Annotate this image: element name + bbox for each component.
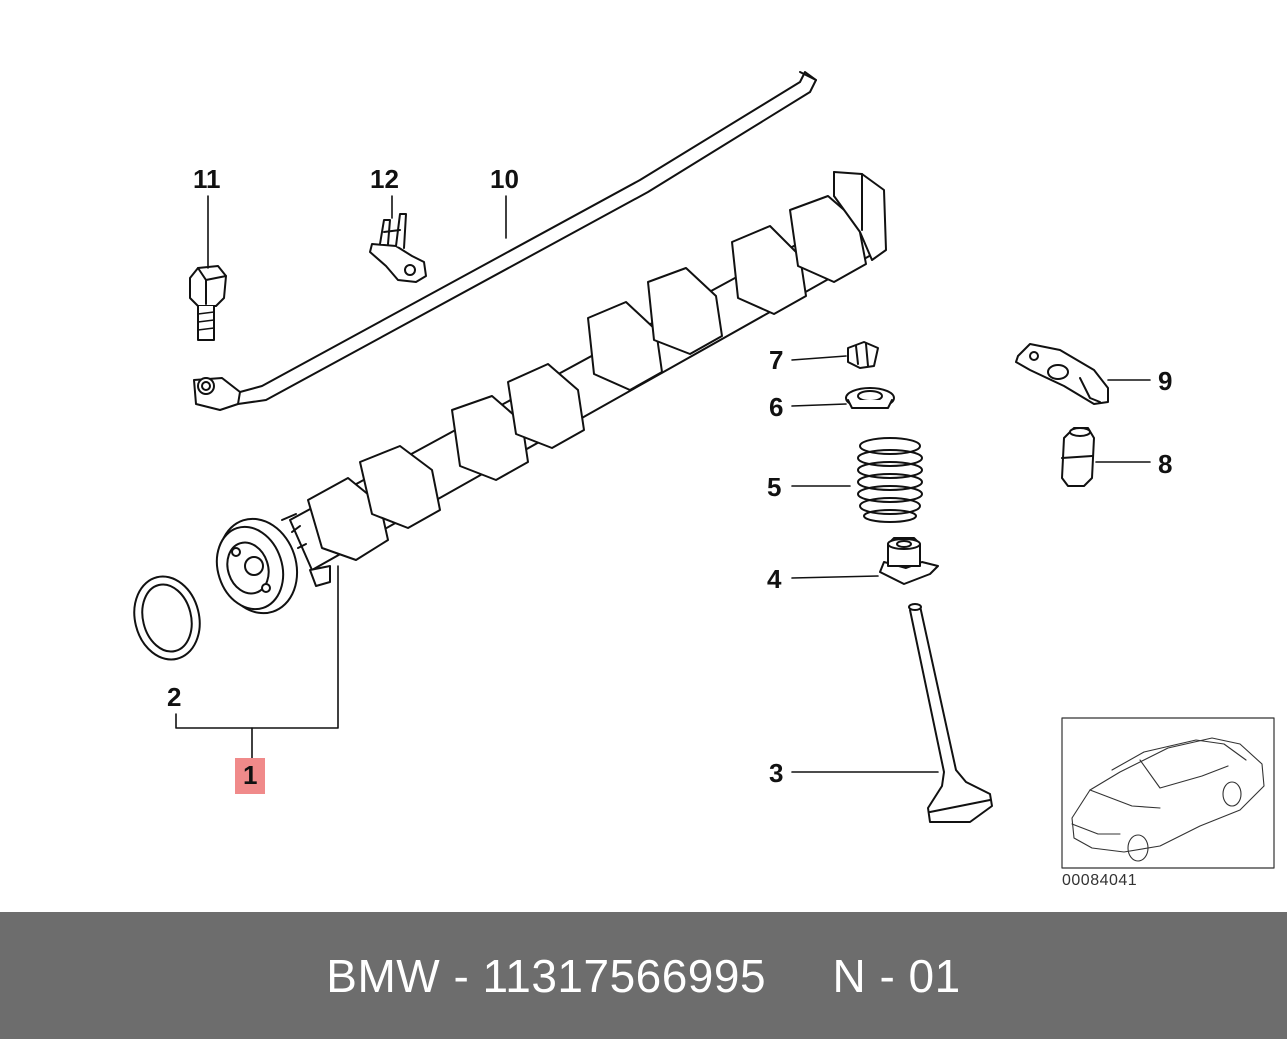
- parts-diagram: 11 12 10 7 6 5 4 3 9 8 2 1 00084041: [133, 71, 1275, 889]
- leader-lines: [175, 195, 1151, 773]
- diagram-drawing: [133, 71, 1275, 869]
- callout-1-highlighted[interactable]: 1: [235, 758, 266, 794]
- valve-spring: [857, 437, 923, 523]
- callout-7: 7: [769, 345, 784, 375]
- clip: [369, 213, 427, 283]
- callout-8: 8: [1158, 449, 1173, 479]
- camshaft: [215, 171, 887, 615]
- callout-4: 4: [767, 564, 782, 594]
- callout-10: 10: [490, 164, 519, 194]
- car-thumbnail: [1061, 717, 1275, 869]
- valve-keeper: [847, 341, 879, 369]
- hydraulic-lifter: [1061, 427, 1095, 487]
- banjo-bolt: [189, 265, 227, 341]
- callout-11: 11: [193, 164, 221, 194]
- oil-pipe: [193, 71, 817, 411]
- footer-bar: BMW - 11317566995 N - 01: [0, 912, 1287, 1039]
- callout-5: 5: [767, 472, 782, 502]
- seal-ring: [133, 575, 201, 661]
- valve: [908, 603, 993, 823]
- spring-retainer: [845, 387, 895, 409]
- callout-6: 6: [769, 392, 784, 422]
- callout-2: 2: [167, 682, 182, 712]
- part-number-label: BMW - 11317566995 N - 01: [326, 949, 961, 1002]
- valve-stem-seal: [879, 537, 939, 585]
- rocker-arm: [1015, 343, 1109, 405]
- callout-3: 3: [769, 758, 784, 788]
- inset-diagram-code: 00084041: [1062, 872, 1138, 889]
- callout-12: 12: [370, 164, 399, 194]
- callout-9: 9: [1158, 366, 1173, 396]
